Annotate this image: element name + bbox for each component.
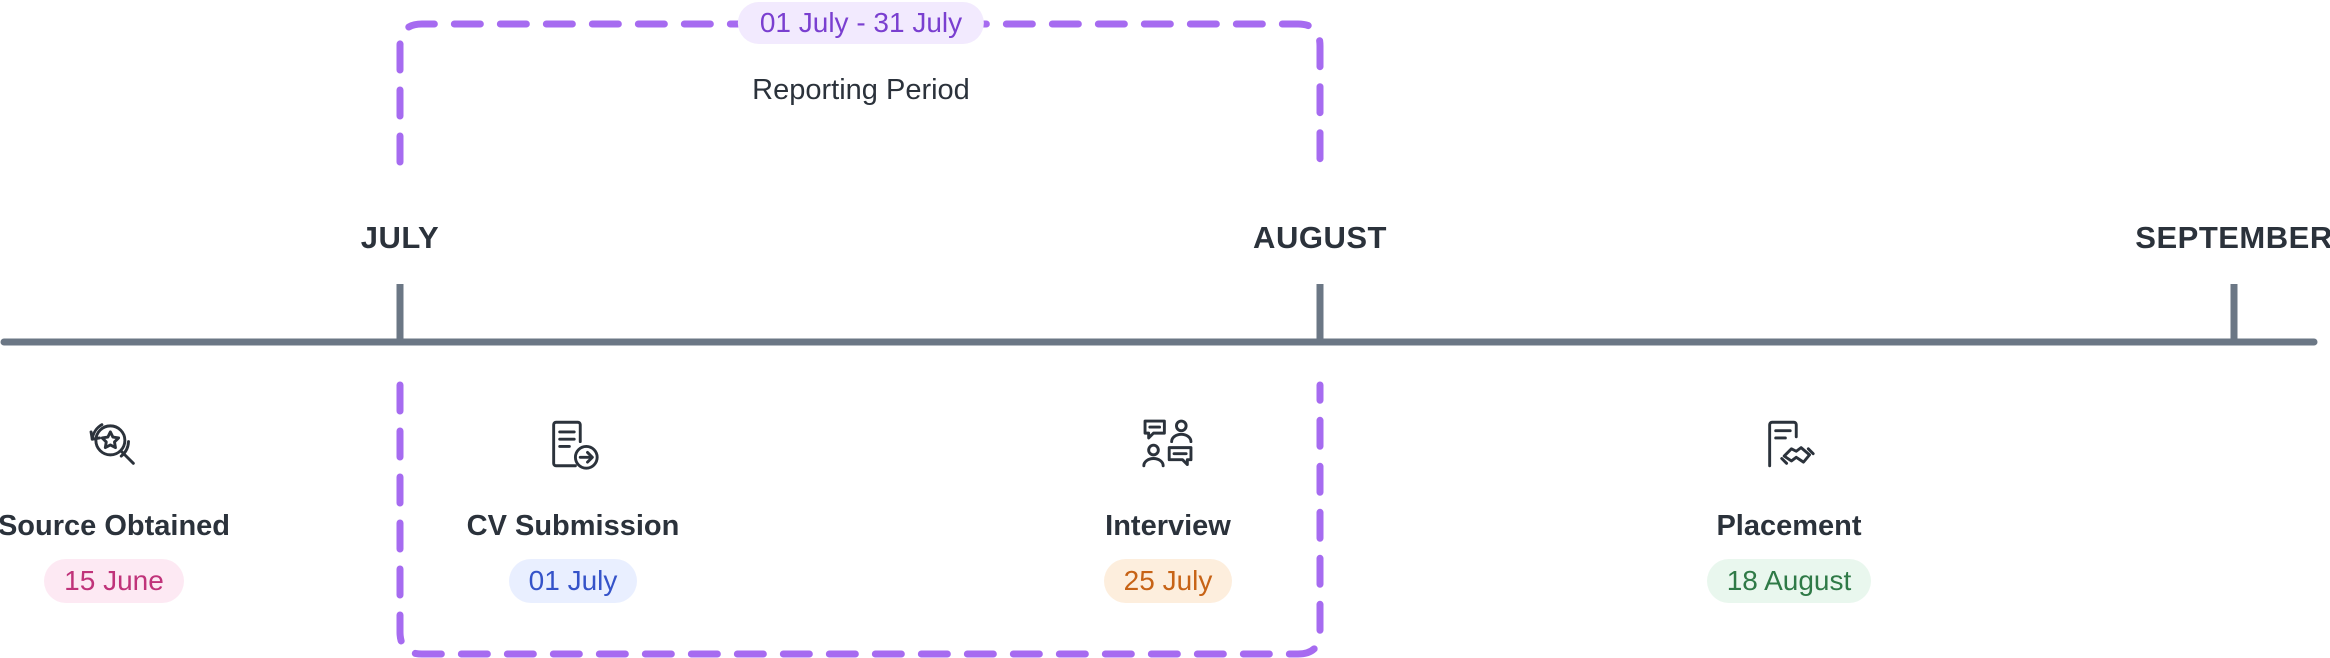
month-label-august: AUGUST bbox=[1253, 220, 1387, 255]
month-label-september: SEPTEMBER bbox=[2135, 220, 2330, 255]
reporting-period-frame-bottom bbox=[396, 381, 1324, 658]
reporting-period-title: Reporting Period bbox=[752, 74, 970, 106]
event-date-badge: 18 August bbox=[1706, 559, 1872, 603]
event-date-badge: 25 July bbox=[1103, 559, 1233, 603]
event-label: Source Obtained bbox=[0, 510, 231, 542]
contract-handshake-icon bbox=[1768, 420, 1815, 468]
event-date-badge: 01 July bbox=[508, 559, 638, 603]
event-label: Interview bbox=[1105, 510, 1231, 542]
reporting-period-range: 01 July - 31 July bbox=[737, 2, 985, 44]
event-cv-submission: CV Submission 01 July bbox=[413, 415, 733, 603]
event-placement: Placement 18 August bbox=[1629, 415, 1949, 603]
search-star-icon bbox=[89, 423, 135, 465]
month-label-july: JULY bbox=[360, 220, 440, 255]
event-source-obtained: Source Obtained 15 June bbox=[0, 415, 274, 603]
event-interview: Interview 25 July bbox=[1008, 415, 1328, 603]
event-label: CV Submission bbox=[466, 510, 680, 542]
event-label: Placement bbox=[1716, 510, 1862, 542]
document-arrow-icon bbox=[552, 420, 599, 470]
event-date-badge: 15 June bbox=[44, 559, 184, 603]
people-chat-icon bbox=[1142, 419, 1193, 468]
